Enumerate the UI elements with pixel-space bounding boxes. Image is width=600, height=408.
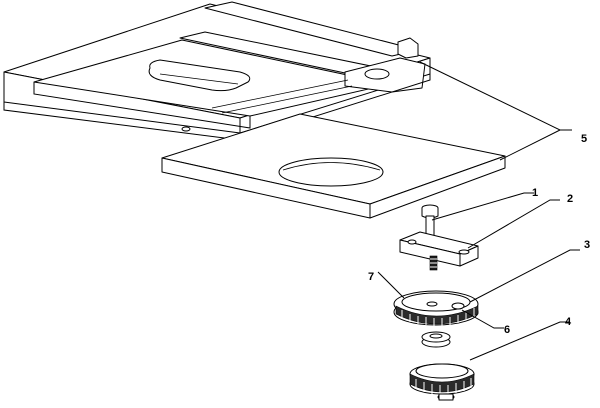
upper-gear-part-3	[393, 290, 479, 326]
leader-7	[377, 271, 405, 299]
leader-3	[469, 249, 580, 303]
washer	[421, 331, 451, 348]
leader-4	[469, 321, 570, 361]
leader-6	[461, 309, 504, 329]
label-2: 2	[567, 193, 573, 205]
leader-lines	[377, 61, 580, 361]
label-7: 7	[368, 271, 374, 283]
block-part-2	[399, 231, 479, 271]
leader-1	[431, 192, 534, 221]
bolt-part-1	[421, 204, 439, 241]
top-base-plate	[3, 1, 431, 141]
leader-2	[467, 199, 560, 249]
lower-gear-part-4	[409, 363, 475, 401]
middle-plate	[161, 113, 506, 219]
label-6: 6	[504, 324, 510, 336]
leader-5b	[499, 129, 561, 161]
label-3: 3	[584, 239, 590, 251]
label-5: 5	[581, 133, 587, 145]
label-1: 1	[532, 187, 538, 199]
leader-5a	[419, 61, 572, 131]
label-4: 4	[565, 316, 572, 328]
